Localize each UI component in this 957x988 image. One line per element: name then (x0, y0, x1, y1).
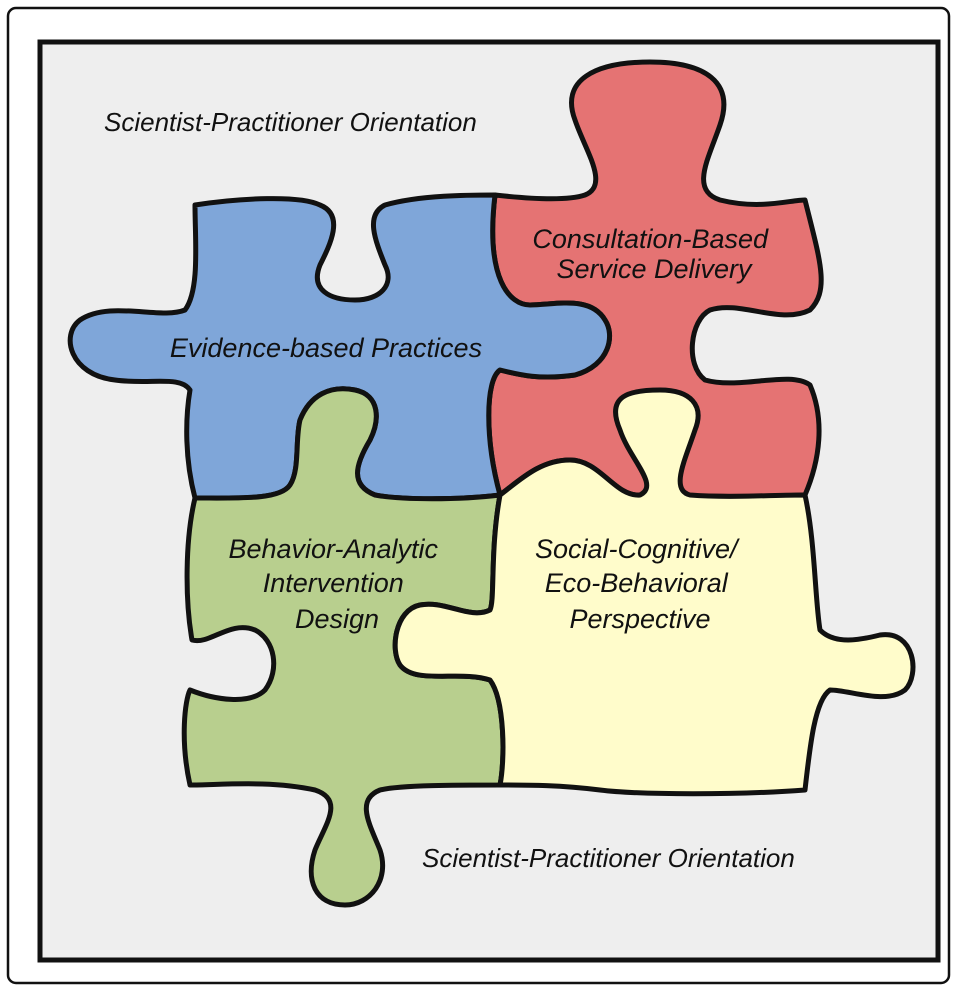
piece-social (392, 387, 916, 797)
label-behavior-line-2: Intervention (263, 568, 404, 598)
label-social: Social-Cognitive/ Eco-Behavioral Perspec… (535, 534, 745, 634)
caption-bottom: Scientist-Practitioner Orientation (422, 843, 795, 873)
label-consultation: Consultation-Based Service Delivery (532, 224, 775, 284)
label-social-line-1: Social-Cognitive/ (535, 534, 740, 564)
label-evidence: Evidence-based Practices (170, 333, 482, 363)
caption-top: Scientist-Practitioner Orientation (104, 107, 477, 137)
label-behavior-line-1: Behavior-Analytic (228, 534, 438, 564)
label-behavior-line-3: Design (295, 604, 379, 634)
label-evidence-line-1: Evidence-based Practices (170, 333, 482, 363)
label-consultation-line-1: Consultation-Based (532, 224, 769, 254)
label-social-line-2: Eco-Behavioral (545, 568, 729, 598)
label-behavior: Behavior-Analytic Intervention Design (228, 534, 445, 634)
label-social-line-3: Perspective (569, 604, 710, 634)
label-consultation-line-2: Service Delivery (556, 254, 753, 284)
